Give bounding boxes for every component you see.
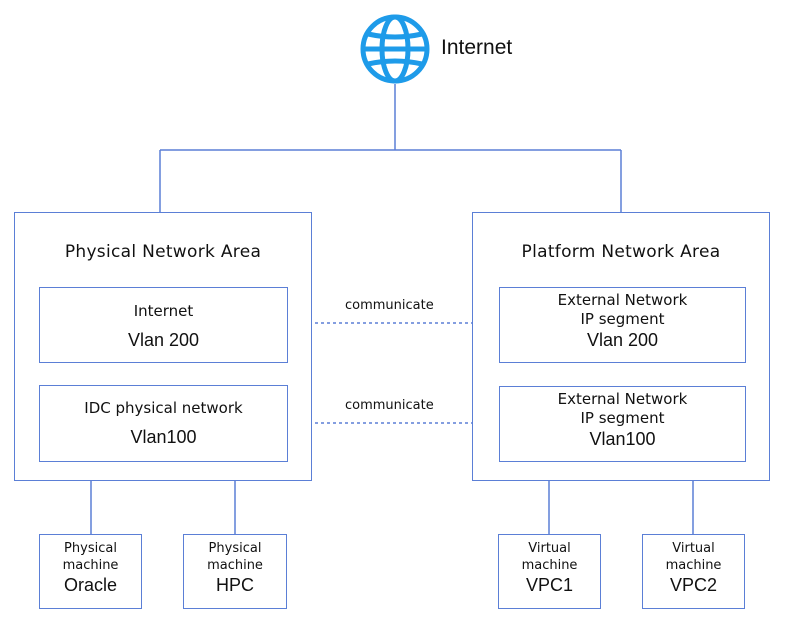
- physical-internet-vlan: Vlan 200: [127, 330, 200, 350]
- external-top-line1: External Network: [557, 291, 688, 309]
- machine-name: HPC: [215, 575, 254, 595]
- machine-type-line1: Virtual: [528, 541, 571, 556]
- machine-type-line2: machine: [521, 558, 578, 573]
- internet-title: Internet: [441, 36, 513, 59]
- physical-internet-box: Internet Vlan 200: [39, 287, 288, 363]
- globe-icon: [360, 14, 430, 84]
- machine-hpc: Physical machine HPC: [183, 534, 287, 609]
- machine-type-line1: Physical: [208, 541, 262, 556]
- machine-type-line1: Virtual: [672, 541, 715, 556]
- machine-name: VPC1: [525, 575, 574, 595]
- machine-type-line2: machine: [665, 558, 722, 573]
- machine-type-line1: Physical: [64, 541, 117, 556]
- machine-type-line2: machine: [62, 558, 119, 573]
- physical-network-area: Physical Network Area Internet Vlan 200 …: [14, 212, 312, 481]
- platform-area-title: Platform Network Area: [521, 242, 721, 262]
- machine-name: Oracle: [63, 575, 117, 595]
- machine-oracle: Physical machine Oracle: [39, 534, 142, 609]
- machine-vpc2: Virtual machine VPC2: [642, 534, 745, 609]
- idc-physical-network-box: IDC physical network Vlan100: [39, 385, 288, 462]
- external-bottom-line1: External Network: [557, 390, 688, 408]
- platform-network-area: Platform Network Area External Network I…: [472, 212, 770, 481]
- external-bottom-vlan: Vlan100: [589, 429, 656, 449]
- physical-area-title: Physical Network Area: [64, 242, 262, 262]
- machine-type-line2: machine: [207, 558, 263, 573]
- machine-vpc1: Virtual machine VPC1: [498, 534, 601, 609]
- idc-label: IDC physical network: [84, 399, 243, 417]
- external-top-vlan: Vlan 200: [586, 330, 659, 350]
- external-network-bottom-box: External Network IP segment Vlan100: [499, 386, 746, 462]
- idc-vlan: Vlan100: [130, 427, 197, 447]
- external-top-line2: IP segment: [580, 310, 665, 328]
- machine-name: VPC2: [669, 575, 718, 595]
- physical-internet-label: Internet: [133, 302, 194, 320]
- external-network-top-box: External Network IP segment Vlan 200: [499, 287, 746, 363]
- communicate-label-top: communicate: [345, 298, 434, 313]
- communicate-label-bottom: communicate: [345, 398, 434, 413]
- external-bottom-line2: IP segment: [580, 409, 665, 427]
